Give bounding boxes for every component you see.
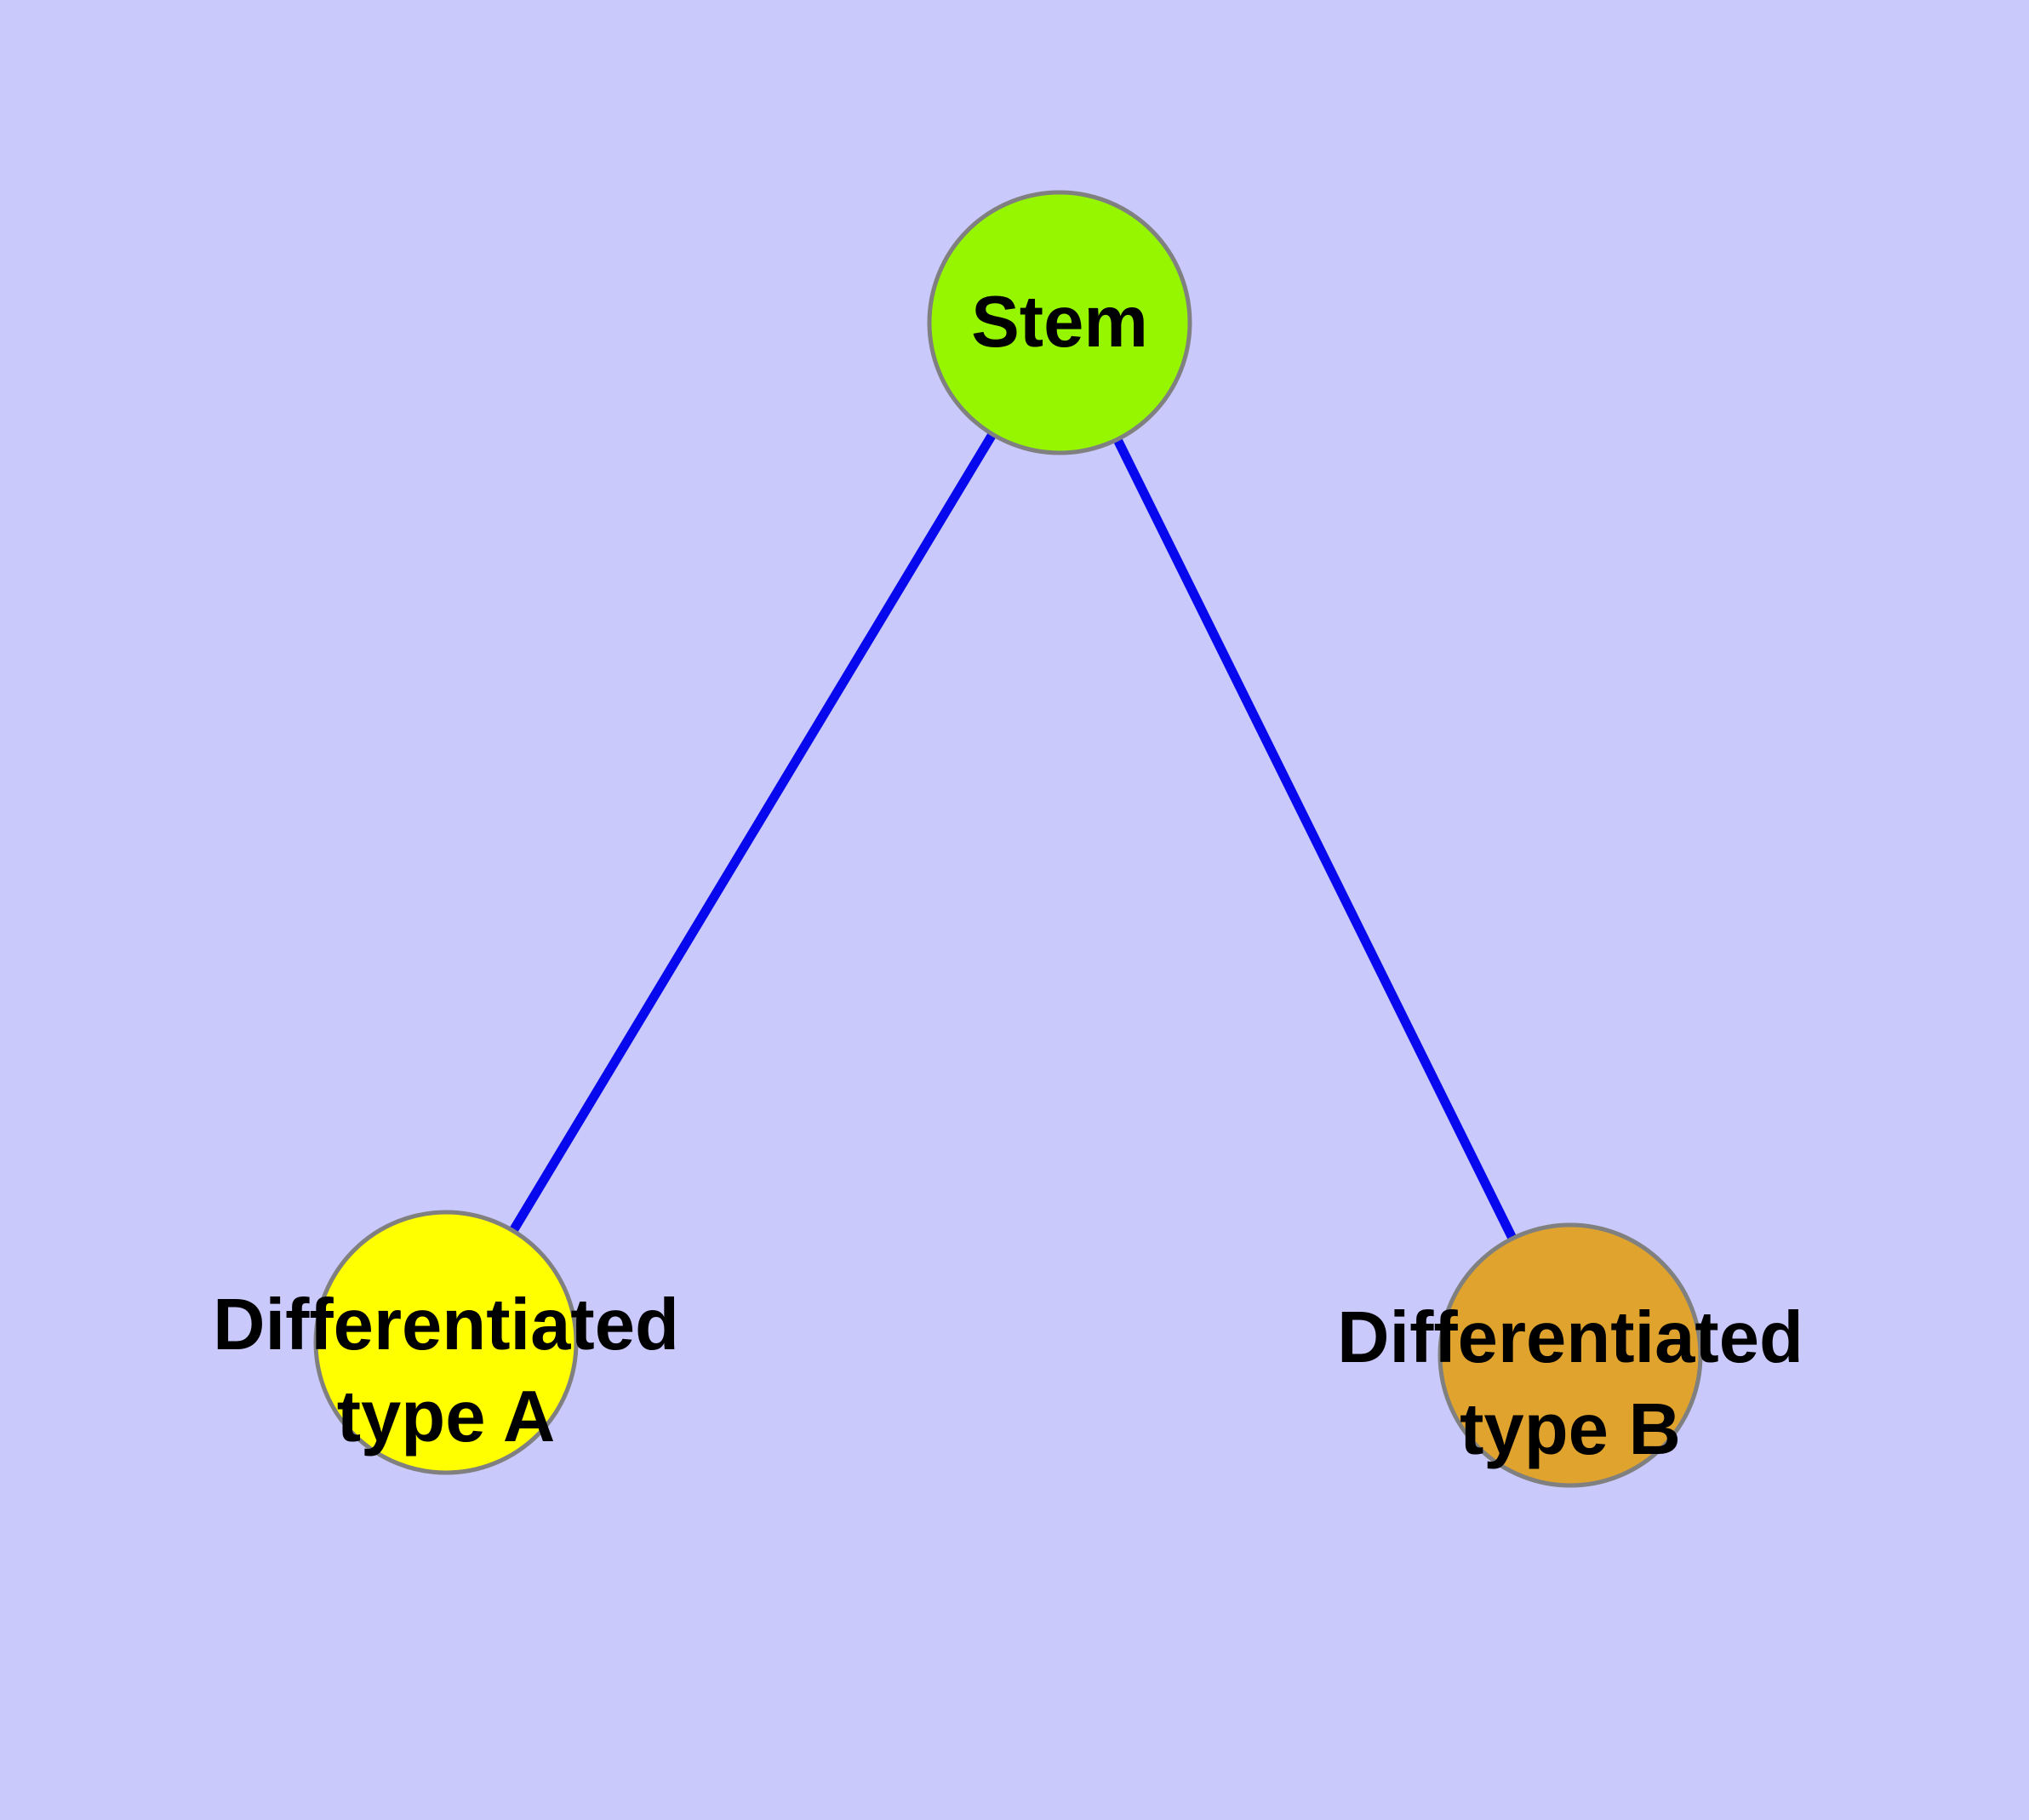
node-differentiated-type-b: Differentiated type B [1337,1222,1803,1488]
edge-stem-to-type-b [1055,320,1575,1358]
edge-stem-to-type-a [442,320,1064,1345]
edge-layer [442,320,1575,1358]
node-stem-label: Stem [971,282,1148,363]
node-stem: Stem [927,190,1192,455]
node-type-a-circle [313,1210,579,1475]
node-type-a-label-line1: Differentiated [213,1285,679,1365]
node-differentiated-type-a: Differentiated type A [213,1210,679,1475]
node-type-b-label-line2: type B [1460,1389,1681,1470]
node-type-b-circle [1437,1222,1703,1488]
node-stem-circle [927,190,1192,455]
node-type-a-label-line2: type A [337,1376,556,1457]
node-type-b-label-line1: Differentiated [1337,1297,1803,1378]
